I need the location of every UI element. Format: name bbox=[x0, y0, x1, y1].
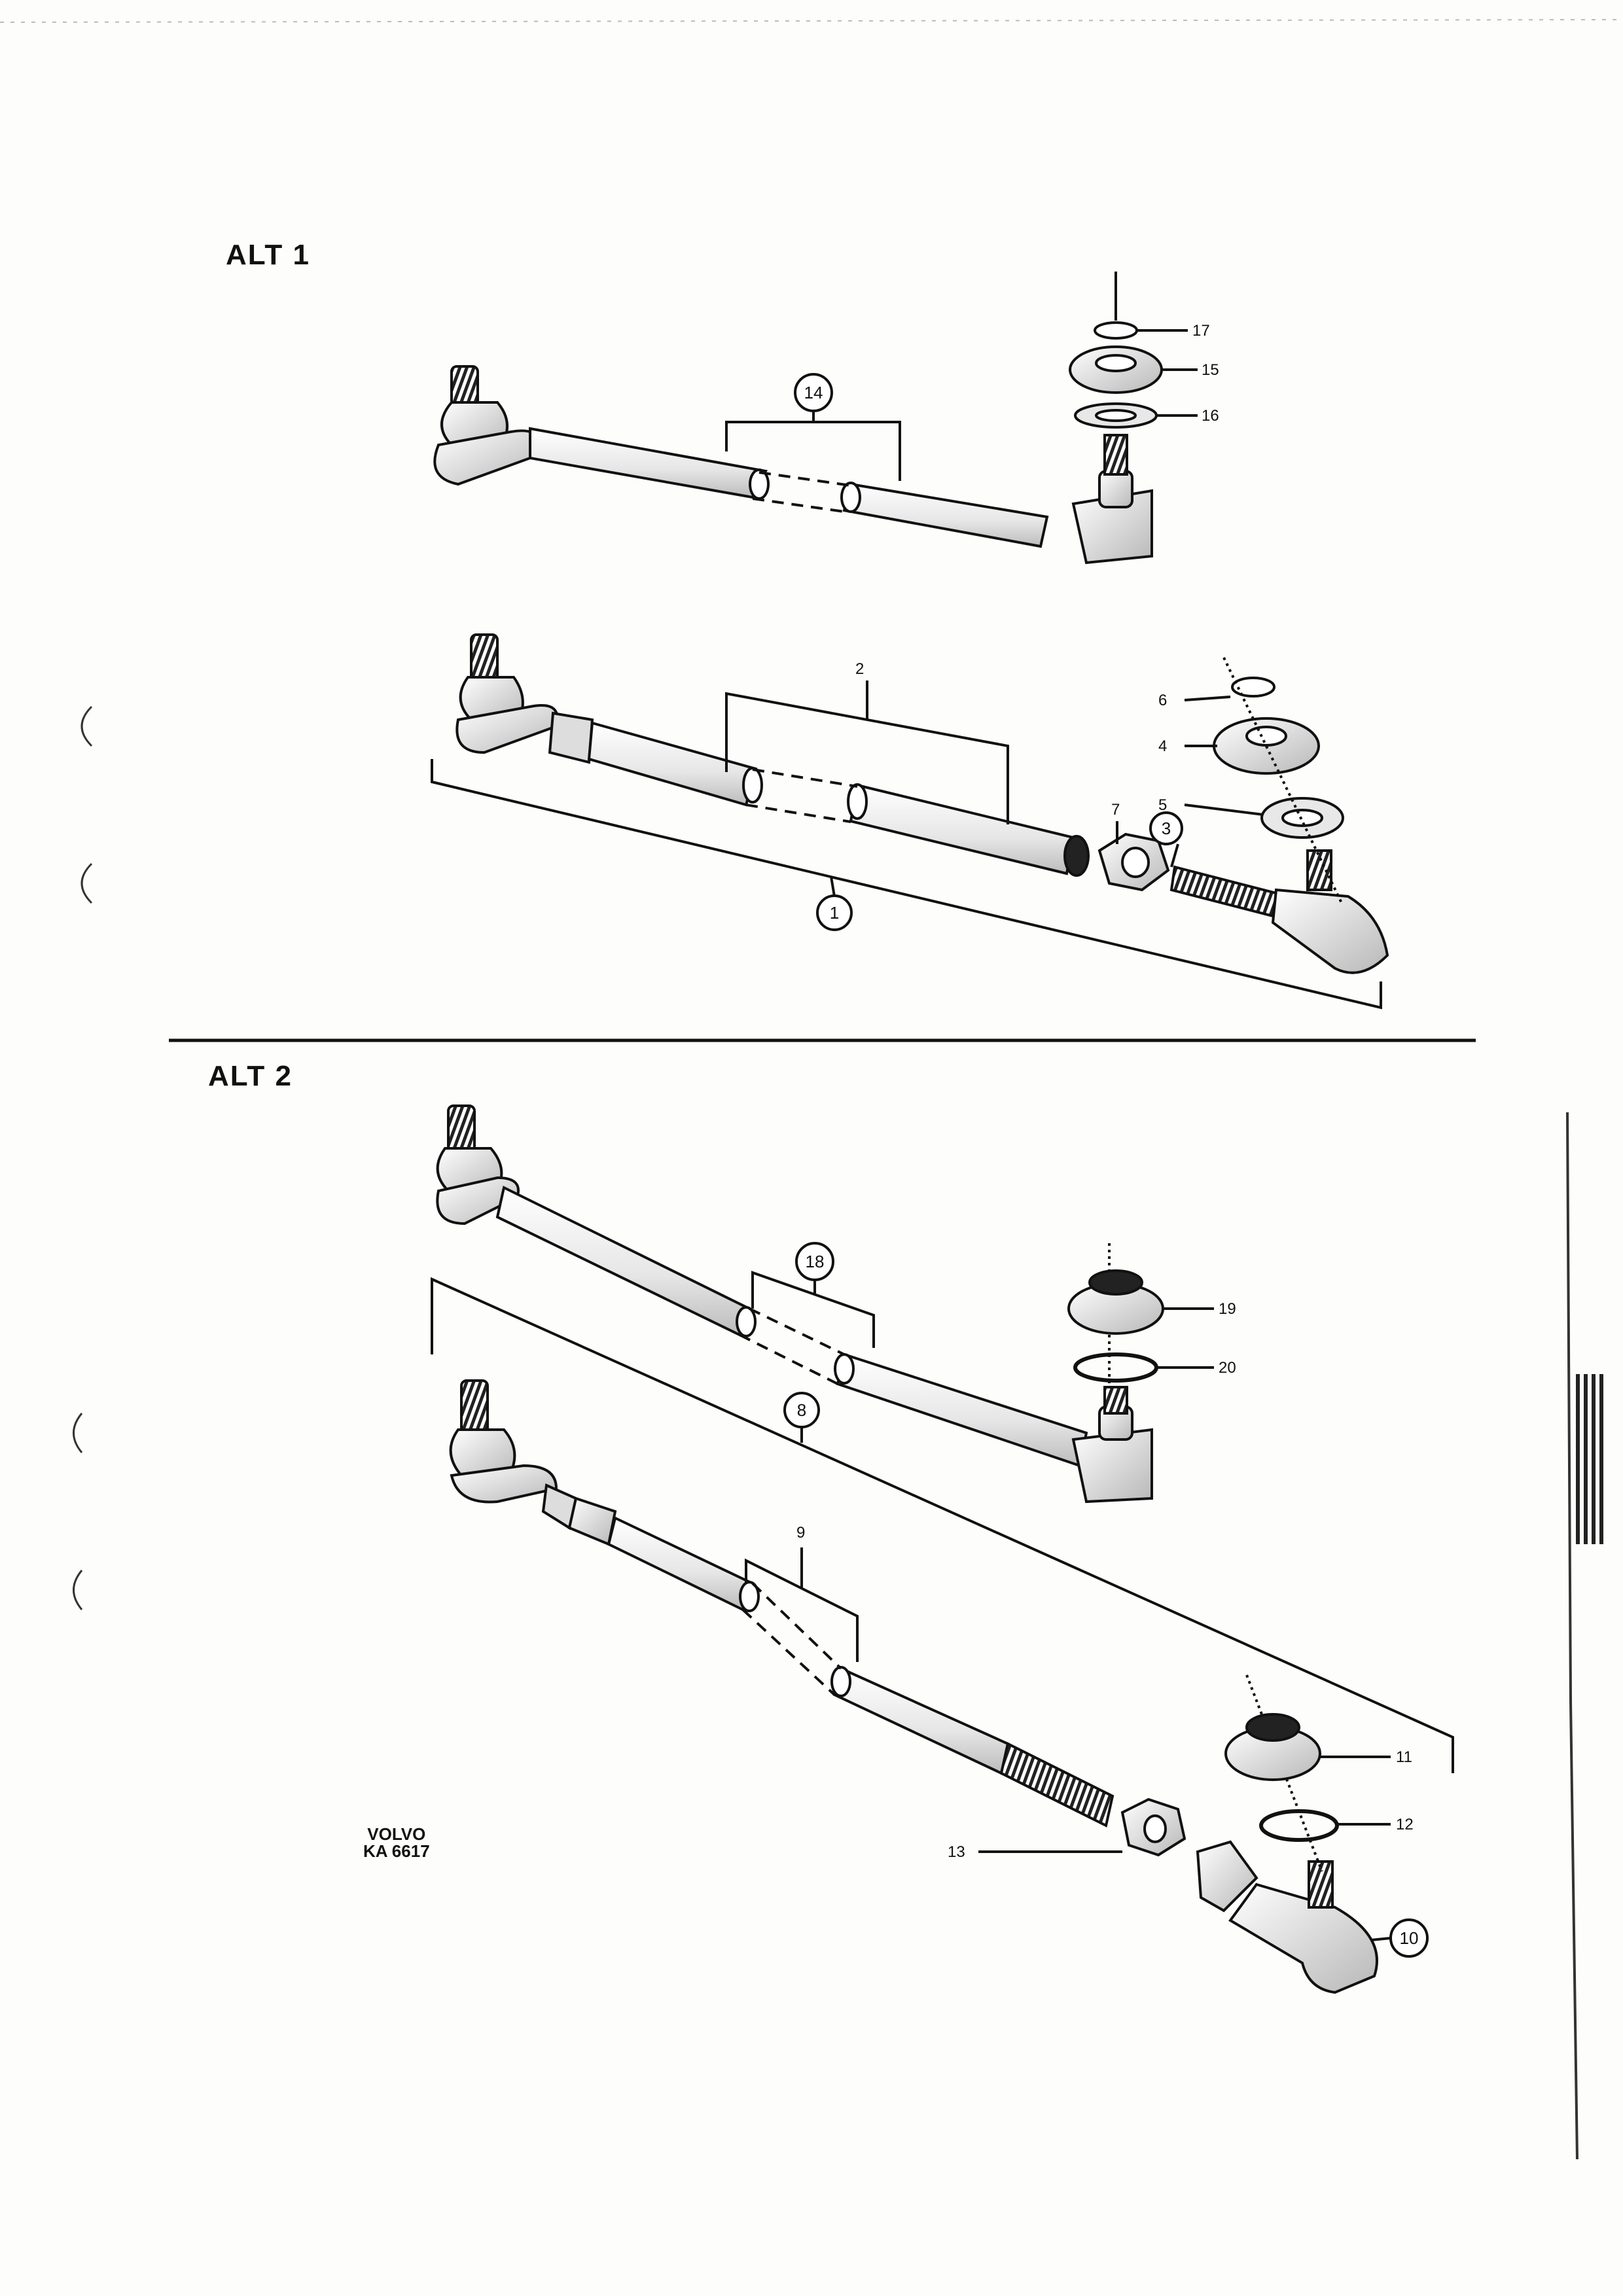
tie-rod-tube bbox=[529, 427, 768, 499]
tie-rod-tube bbox=[495, 1186, 751, 1337]
ball-stud bbox=[450, 365, 479, 407]
callout-5-label: 5 bbox=[1158, 796, 1167, 814]
callout-14: 14 bbox=[794, 373, 833, 412]
ball-joint-housing bbox=[455, 704, 559, 754]
washer-20 bbox=[1073, 1352, 1158, 1383]
callout-12-label: 12 bbox=[1396, 1816, 1414, 1833]
callout-1-label: 1 bbox=[830, 903, 839, 923]
threaded-adjuster-3 bbox=[1169, 865, 1278, 918]
callout-8-label: 8 bbox=[797, 1400, 806, 1420]
bracket-1 bbox=[431, 759, 1382, 1010]
bracket-8 bbox=[431, 1277, 1454, 1773]
washer-12 bbox=[1259, 1809, 1339, 1842]
tie-rod-tube bbox=[842, 482, 1049, 548]
binder-hole-mark bbox=[80, 705, 93, 747]
callout-17-label: 17 bbox=[1192, 322, 1210, 340]
ball-stud bbox=[470, 633, 499, 682]
tie-rod-tube bbox=[836, 1352, 1088, 1468]
ball-joint-housing bbox=[436, 1176, 520, 1226]
callout-labels: 1 2 3 4 5 6 7 8 9 10 11 12 13 bbox=[783, 322, 1429, 1958]
clamp-nut bbox=[567, 1496, 617, 1546]
brand-name: VOLVO bbox=[367, 1824, 426, 1844]
brand-label: VOLVO KA 6617 bbox=[363, 1826, 430, 1860]
scan-artifacts bbox=[0, 19, 1623, 2160]
callout-11-label: 11 bbox=[1396, 1748, 1412, 1766]
washer-17 bbox=[1094, 321, 1138, 340]
tie-rod-assembly-8 bbox=[449, 1379, 1391, 1994]
ball-stud-right bbox=[1308, 1860, 1334, 1909]
callout-7-label: 7 bbox=[1111, 801, 1120, 819]
ball-stud bbox=[460, 1379, 489, 1434]
callout-10: 10 bbox=[1389, 1918, 1429, 1958]
tie-rod-assembly-18 bbox=[431, 1104, 1454, 1773]
binder-hole-mark bbox=[73, 1413, 83, 1453]
ball-joint-housing-right bbox=[1228, 1882, 1378, 1994]
drawing-number: KA 6617 bbox=[363, 1841, 430, 1861]
ball-stud-right bbox=[1103, 434, 1128, 476]
callout-9-label: 9 bbox=[796, 1524, 805, 1542]
callout-8: 8 bbox=[783, 1392, 820, 1428]
callout-13-label: 13 bbox=[948, 1843, 965, 1861]
ball-stud-right bbox=[1103, 1386, 1128, 1415]
callout-15-label: 15 bbox=[1202, 361, 1219, 379]
tie-rod-assembly-1 bbox=[431, 633, 1389, 1010]
callout-20-label: 20 bbox=[1219, 1359, 1236, 1377]
callout-14-label: 14 bbox=[804, 383, 823, 402]
threaded-section bbox=[999, 1742, 1115, 1828]
ball-joint-housing-right bbox=[1271, 888, 1389, 974]
section-title-alt1: ALT 1 bbox=[226, 239, 310, 271]
callout-16-label: 16 bbox=[1202, 407, 1219, 425]
callout-6-label: 6 bbox=[1158, 692, 1167, 709]
ball-stud bbox=[447, 1104, 476, 1153]
binder-hole-mark bbox=[73, 1570, 83, 1610]
edge-tab-marks bbox=[1576, 1374, 1603, 1544]
tie-rod-tube bbox=[849, 783, 1075, 875]
binder-hole-mark bbox=[80, 862, 93, 904]
ball-stud-right bbox=[1306, 849, 1332, 891]
callout-10-label: 10 bbox=[1400, 1928, 1419, 1948]
callout-3-label: 3 bbox=[1162, 819, 1171, 838]
callout-18-label: 18 bbox=[806, 1252, 825, 1271]
callout-4-label: 4 bbox=[1158, 737, 1167, 755]
tie-rod-assembly-14 bbox=[433, 365, 1153, 565]
bushing-stack-alt1 bbox=[1069, 272, 1198, 429]
section-title-alt2: ALT 2 bbox=[208, 1060, 293, 1092]
callout-3: 3 bbox=[1149, 811, 1183, 845]
washer-6 bbox=[1231, 677, 1275, 698]
tie-rod-tube bbox=[587, 721, 758, 807]
page-edge-line bbox=[1566, 1112, 1578, 2160]
ball-joint-housing bbox=[450, 1464, 558, 1504]
tube-end-threaded bbox=[1063, 835, 1090, 877]
callout-18: 18 bbox=[795, 1242, 834, 1281]
callout-2-label: 2 bbox=[855, 660, 864, 678]
bracket-18 bbox=[751, 1271, 875, 1348]
clamp-nut bbox=[548, 711, 594, 764]
tie-rod-tube bbox=[832, 1667, 1010, 1775]
callout-19-label: 19 bbox=[1219, 1300, 1236, 1318]
tie-rod-tube bbox=[607, 1516, 755, 1612]
scan-top-edge bbox=[0, 19, 1623, 23]
callout-1: 1 bbox=[816, 894, 853, 931]
